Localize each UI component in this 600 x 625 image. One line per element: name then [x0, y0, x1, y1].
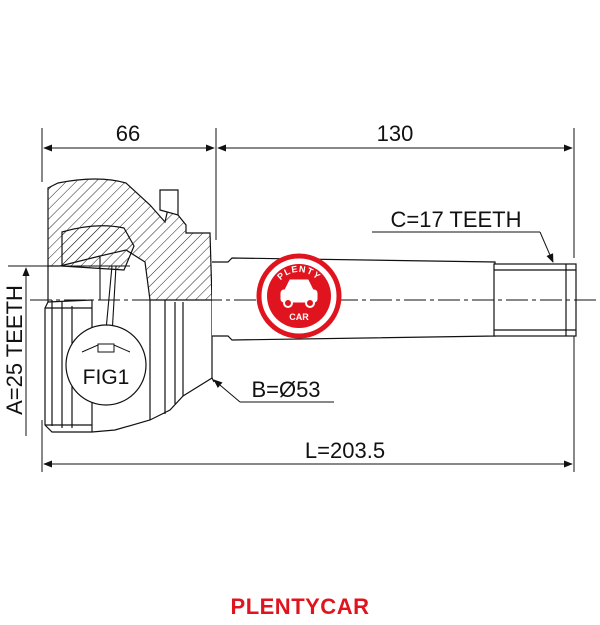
dimension-total-length: L=203.5	[305, 438, 385, 463]
shaft	[212, 257, 496, 341]
dimension-66: 66	[116, 121, 140, 146]
fig1-detail	[65, 324, 147, 406]
fig1-label: FIG1	[83, 366, 130, 389]
plentycar-logo: PLENTY CAR	[256, 253, 342, 339]
total-length-dimension-lines	[41, 332, 575, 472]
dimension-130: 130	[377, 121, 414, 146]
outer-housing	[47, 178, 213, 301]
dimension-outer-teeth: A=25 TEETH	[2, 285, 27, 415]
logo-bottom-text: CAR	[289, 312, 309, 322]
seal-diameter-leader	[213, 379, 334, 403]
brand-name: PLENTYCAR	[230, 594, 370, 619]
shaft-teeth-leader	[372, 231, 554, 263]
car-icon	[280, 279, 318, 308]
top-dimension-lines	[41, 128, 575, 258]
dimension-shaft-teeth: C=17 TEETH	[390, 207, 521, 232]
dimension-seal-diameter: B=Ø53	[251, 377, 320, 402]
